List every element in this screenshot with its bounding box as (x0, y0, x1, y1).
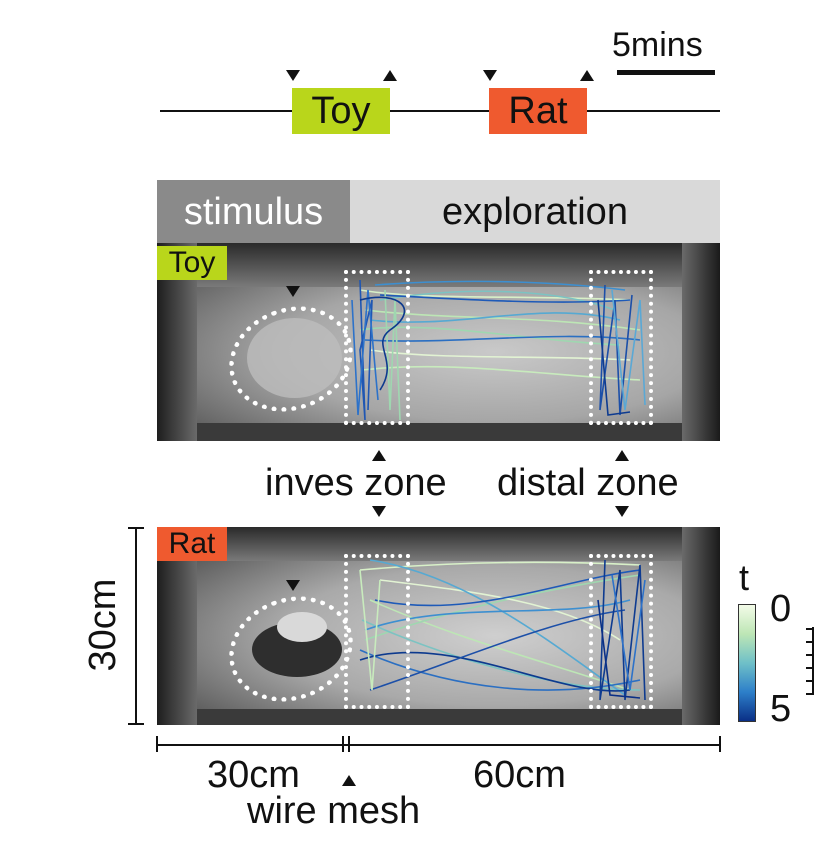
toy-panel-tag-label: Toy (168, 246, 216, 279)
exploration-header-label: exploration (442, 190, 628, 233)
wire-mesh-marker (342, 775, 356, 786)
rat-distal-zone (589, 554, 653, 709)
exploration-width-label: 60cm (473, 754, 566, 796)
stimulus-header: stimulus (157, 180, 350, 243)
colorbar-max-label: 5 (770, 688, 792, 730)
time-scale-label: 5mins (612, 26, 703, 64)
toy-period-box: Toy (292, 88, 390, 134)
height-dimension-line (135, 527, 137, 725)
width-dimension-left-cap (156, 736, 158, 752)
inves-zone-label: inves zone (265, 462, 447, 504)
width-dimension-right-cap (719, 736, 721, 752)
colorbar-min-label: 0 (770, 588, 792, 630)
toy-distal-zone (589, 270, 653, 425)
inves-zone-down-marker (372, 506, 386, 517)
stimulus-header-label: stimulus (183, 190, 324, 233)
distal-zone-up-marker (615, 450, 629, 461)
toy-period-label: Toy (311, 90, 371, 132)
toy-panel-tag: Toy (157, 246, 227, 280)
rat-period-box: Rat (489, 88, 587, 134)
rat-inves-zone (344, 554, 410, 709)
toy-stimulus-marker (286, 286, 300, 297)
width-dimension-mesh-cap-a (342, 736, 344, 752)
height-label: 30cm (82, 578, 124, 672)
rat-end-marker (580, 70, 594, 81)
exploration-header: exploration (350, 180, 720, 243)
inves-zone-up-marker (372, 450, 386, 461)
distal-zone-label: distal zone (497, 462, 679, 504)
rat-panel-tag: Rat (157, 527, 227, 561)
toy-inves-zone (344, 270, 410, 425)
height-dimension-bottom-cap (128, 723, 144, 725)
distal-zone-down-marker (615, 506, 629, 517)
width-dimension-line (157, 744, 720, 746)
colorbar (738, 604, 756, 722)
stimulus-width-label: 30cm (207, 754, 300, 796)
time-scale-bar (617, 70, 715, 75)
rat-start-marker (483, 70, 497, 81)
wire-mesh-label: wire mesh (247, 790, 421, 832)
rat-stimulus-marker (286, 580, 300, 591)
rat-panel-tag-label: Rat (168, 527, 216, 560)
toy-end-marker (383, 70, 397, 81)
colorbar-title: t (739, 557, 750, 598)
rat-period-label: Rat (508, 90, 568, 132)
height-dimension-top-cap (128, 527, 144, 529)
toy-start-marker (286, 70, 300, 81)
timeline-axis (160, 110, 720, 112)
width-dimension-mesh-cap-b (348, 736, 350, 752)
